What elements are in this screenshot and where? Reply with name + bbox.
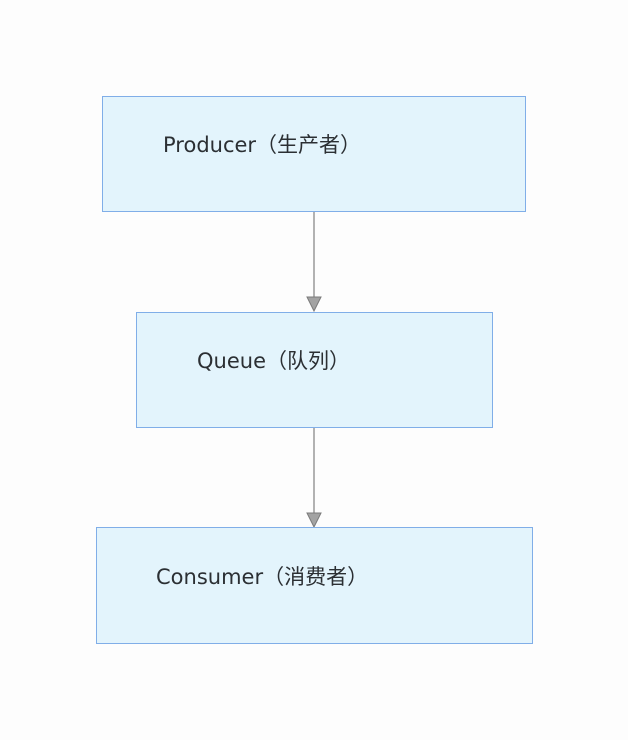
consumer-node: Consumer（消费者） xyxy=(96,527,533,644)
arrowhead-icon xyxy=(306,296,322,313)
edge-producer-to-queue xyxy=(306,212,322,313)
producer-label: Producer（生产者） xyxy=(163,133,362,157)
consumer-label: Consumer（消费者） xyxy=(156,565,369,589)
queue-node: Queue（队列） xyxy=(136,312,493,428)
edge-queue-to-consumer xyxy=(306,428,322,529)
producer-node: Producer（生产者） xyxy=(102,96,526,212)
queue-label: Queue（队列） xyxy=(197,349,350,373)
arrowhead-icon xyxy=(306,512,322,529)
